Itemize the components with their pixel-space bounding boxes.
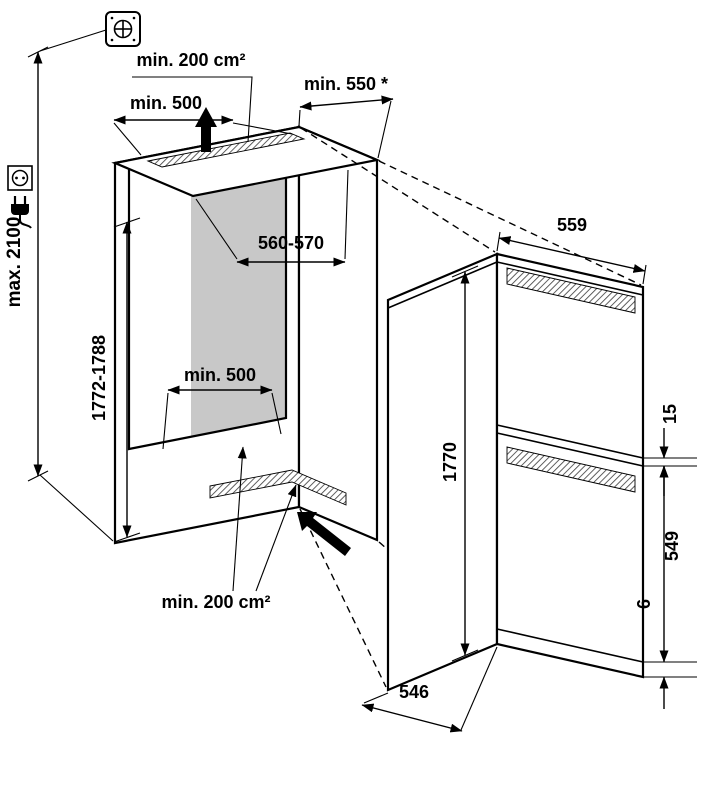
lower-door-handle: [506, 446, 636, 493]
label-top-vent-area: min. 200 cm²: [132, 50, 253, 143]
floor-vent-width-label: min. 500: [184, 365, 256, 385]
niche-width-label: 560-570: [258, 233, 324, 253]
dim-floor-vent-width: min. 500: [162, 365, 282, 450]
label-bottom-vent-area: min. 200 cm²: [161, 446, 297, 612]
power-socket-icon: [7, 165, 33, 191]
dim-room-height: max. 2100: [4, 29, 114, 542]
bottom-gap-label: 6: [634, 599, 654, 609]
icons: [7, 11, 141, 229]
niche-top-face: [111, 125, 381, 198]
room-height-label: max. 2100: [4, 217, 25, 308]
projection-line-bottom-1: [299, 508, 387, 688]
dim-niche-height: 1772-1788: [89, 217, 141, 543]
plinth-vent-strip: [209, 469, 347, 506]
screw-head-icon: [105, 11, 141, 47]
niche-depth-label: min. 550 *: [304, 74, 388, 94]
lower-door-height-label: 549: [662, 531, 682, 561]
dim-top-vent-width: min. 500: [113, 93, 293, 156]
dim-niche-depth: min. 550 *: [298, 74, 394, 159]
dim-appliance-depth: 546: [361, 646, 498, 733]
dim-niche-width: 560-570: [195, 169, 349, 267]
dim-appliance-height: 1770: [440, 265, 479, 662]
upper-door-handle: [506, 267, 636, 314]
bottom-vent-area-label: min. 200 cm²: [161, 592, 270, 612]
door-split-line-1: [496, 424, 644, 459]
niche-height-label: 1772-1788: [89, 335, 109, 421]
niche-drawing: [111, 107, 642, 688]
door-top-edge-side: [387, 261, 498, 309]
projection-line-top-1: [300, 127, 496, 253]
power-plug-icon: [11, 196, 32, 229]
top-vent-area-label: min. 200 cm²: [136, 50, 245, 70]
dimensions: max. 2100 1772-1788 min. 500 min. 200 cm…: [4, 29, 697, 733]
top-vent-width-label: min. 500: [130, 93, 202, 113]
appliance-height-label: 1770: [440, 442, 460, 482]
top-vent-strip: [146, 132, 306, 168]
appliance-drawing: [386, 252, 645, 692]
door-split-line-2: [496, 432, 644, 467]
dim-appliance-width: 559: [496, 215, 647, 285]
appliance-width-label: 559: [557, 215, 587, 235]
airflow-arrow-bottom: [297, 512, 351, 556]
door-bottom-line: [496, 628, 644, 663]
appliance-depth-label: 546: [399, 682, 429, 702]
door-gap-label: 15: [660, 404, 680, 424]
dim-right-chain: 15 549 6: [634, 404, 697, 709]
